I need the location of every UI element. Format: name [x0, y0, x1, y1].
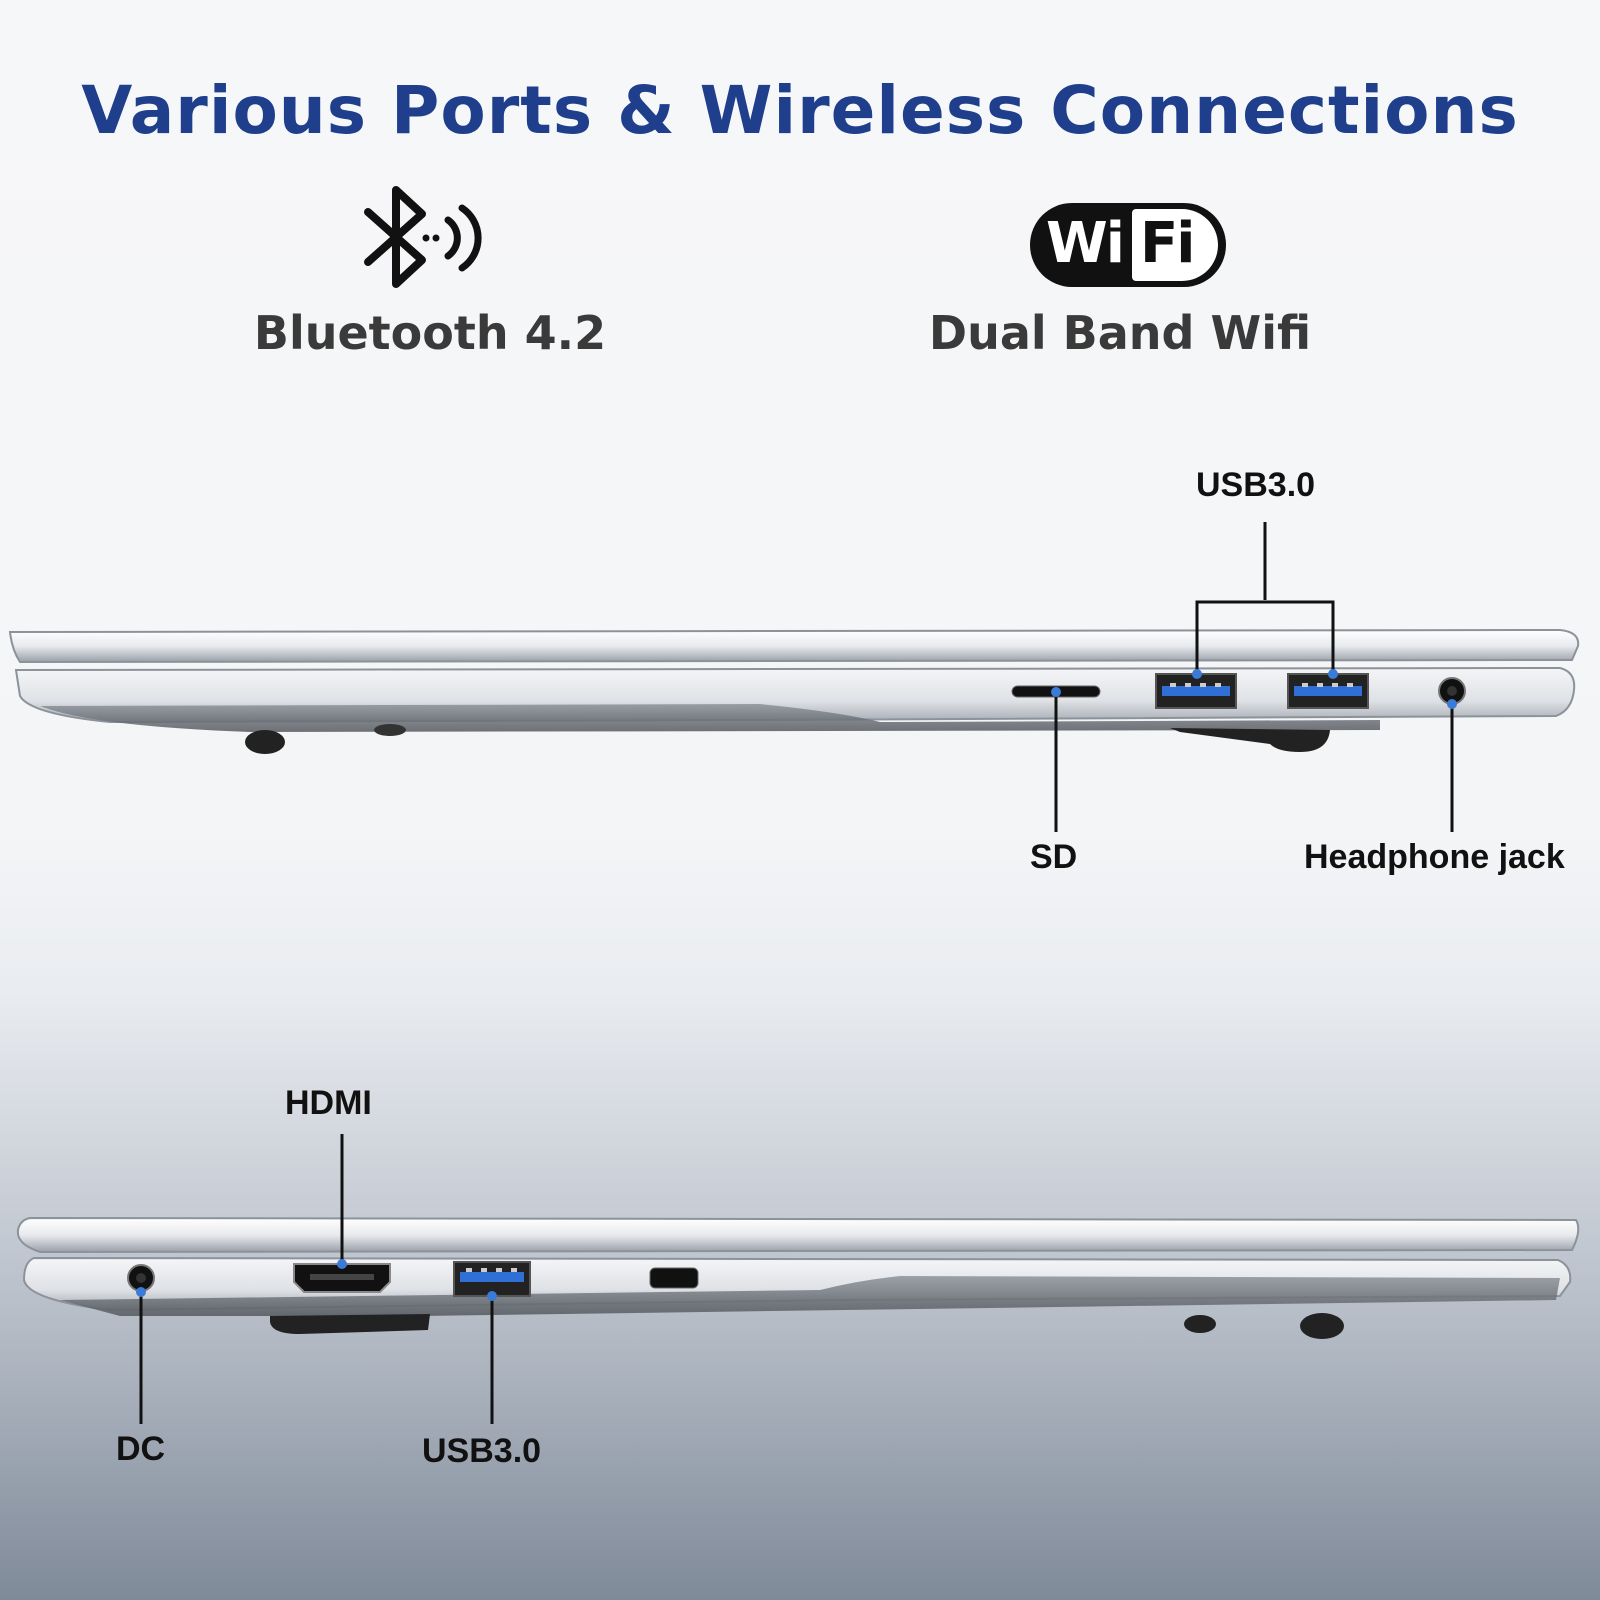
bottom-foot-3 [1300, 1313, 1344, 1339]
top-lid [8, 628, 1580, 664]
wifi-logo: Wi Fi [1030, 203, 1226, 287]
wifi-logo-left-text: Wi [1046, 211, 1125, 276]
bottom-lid [16, 1216, 1580, 1254]
usb-port-left [453, 1261, 531, 1297]
top-foot-3 [1170, 728, 1330, 752]
headphone-jack-label: Headphone jack [1304, 838, 1565, 876]
bluetooth-label: Bluetooth 4.2 [253, 306, 607, 360]
bottom-foot-2 [1184, 1315, 1216, 1333]
usb-label-right: USB3.0 [1196, 466, 1316, 504]
top-foot-2 [374, 724, 406, 736]
top-foot-1 [245, 730, 285, 754]
dc-label: DC [116, 1430, 166, 1468]
wifi-label: Dual Band Wifi [928, 306, 1312, 360]
wifi-logo-right-box: Fi [1132, 209, 1218, 281]
lock-slot [649, 1267, 699, 1289]
bluetooth-icon [364, 186, 482, 288]
usb-port-right-1 [1155, 673, 1237, 709]
page-title: Various Ports & Wireless Connections [81, 72, 1519, 149]
sd-label: SD [1030, 838, 1078, 876]
bottom-foot-1 [270, 1314, 430, 1334]
hdmi-label: HDMI [285, 1084, 372, 1122]
laptop-right-side [8, 522, 1580, 832]
wifi-logo-right-text: Fi [1140, 211, 1195, 276]
laptop-left-side [16, 1134, 1580, 1424]
usb-port-right-2 [1287, 673, 1369, 709]
usb-label-left: USB3.0 [422, 1432, 542, 1470]
